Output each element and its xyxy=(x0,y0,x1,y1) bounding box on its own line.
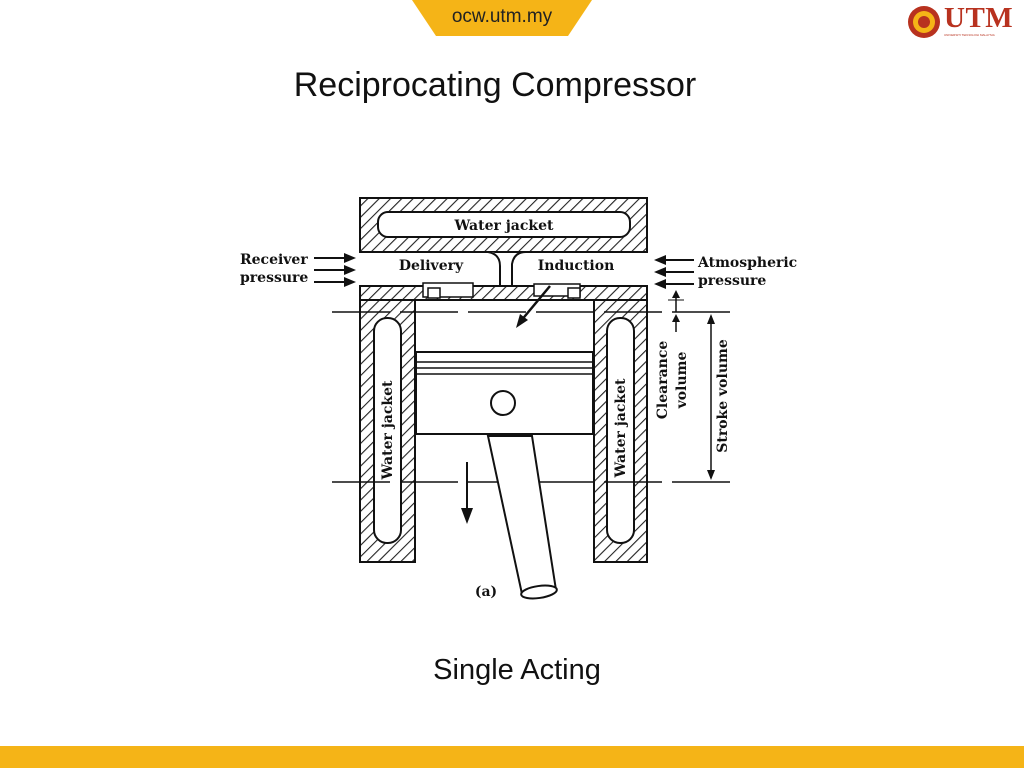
piston xyxy=(415,351,594,435)
site-tab: ocw.utm.my xyxy=(412,0,592,36)
clearance-label-line1: Clearance xyxy=(655,341,671,420)
water-jacket-right-label: Water jacket xyxy=(613,378,629,478)
clearance-label-line2: volume xyxy=(674,352,690,410)
connecting-rod xyxy=(486,435,558,600)
utm-crest-icon xyxy=(908,6,940,38)
atmospheric-label-line1: Atmospheric xyxy=(697,255,797,271)
logo-text: UTM xyxy=(944,2,1014,34)
receiver-label-line1: Receiver xyxy=(240,252,308,268)
delivery-label: Delivery xyxy=(399,258,464,274)
compressor-diagram: Water jacket Delivery Induction Water ja… xyxy=(240,197,797,600)
receiver-label-line2: pressure xyxy=(240,270,308,286)
top-water-jacket: Water jacket xyxy=(359,197,648,253)
figure-label: (a) xyxy=(475,584,497,600)
delivery-passage: Delivery xyxy=(360,251,501,286)
induction-label: Induction xyxy=(538,258,615,274)
atmospheric-pressure-arrows: Atmospheric pressure xyxy=(654,255,797,289)
stroke-volume-label: Stroke volume xyxy=(715,339,731,453)
slide-title: Reciprocating Compressor xyxy=(293,66,697,104)
clearance-volume-dimension: Clearance volume xyxy=(655,290,690,419)
water-jacket-left-label: Water jacket xyxy=(380,380,396,480)
utm-logo: UTM UNIVERSITI TEKNOLOGI MALAYSIA xyxy=(906,2,1018,42)
induction-passage: Induction xyxy=(511,251,647,286)
slide-caption: Single Acting xyxy=(433,654,601,686)
right-cylinder-wall: Water jacket xyxy=(593,299,648,563)
bottom-bar xyxy=(0,746,1024,768)
stroke-volume-dimension: Stroke volume xyxy=(707,314,731,480)
water-jacket-top-label: Water jacket xyxy=(454,218,554,234)
atmospheric-label-line2: pressure xyxy=(698,273,766,289)
site-url: ocw.utm.my xyxy=(451,6,553,27)
motion-arrow-icon xyxy=(461,462,473,524)
tab-shape xyxy=(412,0,592,36)
logo-subtext: UNIVERSITI TEKNOLOGI MALAYSIA xyxy=(944,33,995,37)
receiver-pressure-arrows: Receiver pressure xyxy=(240,252,356,287)
valve-plate xyxy=(359,282,648,328)
left-cylinder-wall: Water jacket xyxy=(359,299,416,563)
